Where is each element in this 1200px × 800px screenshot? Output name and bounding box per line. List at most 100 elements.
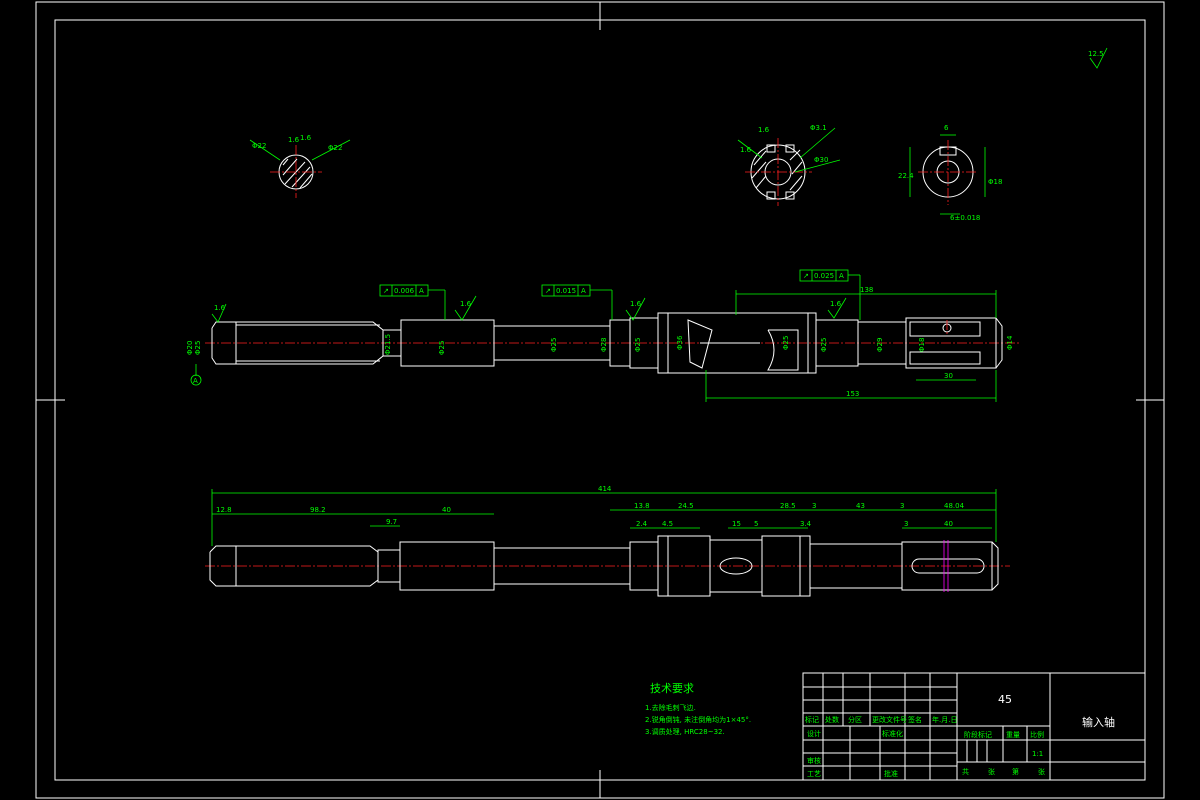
svg-text:9.7: 9.7 — [386, 518, 397, 526]
section-view-left: 1.6 1.6 Φ22 Φ22 — [249, 134, 351, 198]
svg-text:1.6: 1.6 — [300, 134, 312, 142]
svg-text:45: 45 — [998, 693, 1012, 706]
svg-text:Φ25: Φ25 — [550, 338, 558, 352]
svg-text:重量: 重量 — [1006, 731, 1020, 739]
svg-text:审核: 审核 — [807, 756, 821, 765]
svg-text:3: 3 — [812, 502, 816, 510]
drawing-frame — [35, 1, 1165, 799]
svg-text:1:1: 1:1 — [1032, 750, 1043, 758]
svg-text:A: A — [839, 272, 844, 280]
svg-text:2.锐角倒钝, 未注倒角均为1×45°.: 2.锐角倒钝, 未注倒角均为1×45°. — [645, 715, 751, 724]
svg-text:Φ25: Φ25 — [194, 341, 202, 355]
svg-text:A: A — [419, 287, 424, 295]
svg-text:0.025: 0.025 — [814, 272, 834, 280]
svg-text:阶段标记: 阶段标记 — [964, 730, 992, 739]
svg-text:0.006: 0.006 — [394, 287, 415, 295]
svg-text:13.8: 13.8 — [634, 502, 650, 510]
svg-text:年.月.日: 年.月.日 — [932, 715, 957, 724]
svg-text:处数: 处数 — [825, 715, 839, 724]
svg-text:签名: 签名 — [908, 715, 922, 724]
svg-text:Φ25: Φ25 — [634, 338, 642, 352]
svg-text:43: 43 — [856, 502, 865, 510]
svg-text:4.5: 4.5 — [662, 520, 673, 528]
svg-text:Φ22: Φ22 — [328, 144, 342, 152]
roughness-symbol-general: 12.5 — [1088, 47, 1108, 69]
svg-text:技术要求: 技术要求 — [650, 682, 694, 695]
svg-text:30: 30 — [944, 372, 953, 380]
diameter-labels-top: Φ20 Φ25 Φ21.5 Φ25 Φ25 Φ28 Φ25 Φ36 Φ25 Φ2… — [186, 334, 1014, 355]
svg-text:↗: ↗ — [803, 272, 809, 280]
svg-text:张: 张 — [1038, 767, 1045, 776]
svg-text:12.8: 12.8 — [216, 506, 232, 514]
svg-text:1.6: 1.6 — [288, 136, 300, 144]
svg-text:A: A — [193, 377, 198, 385]
technical-requirements: 技术要求 1.去除毛刺飞边. 2.锐角倒钝, 未注倒角均为1×45°. 3.调质… — [645, 682, 751, 736]
svg-text:↗: ↗ — [383, 287, 389, 295]
svg-text:3.4: 3.4 — [800, 520, 812, 528]
section-view-right: 6 22.4 Φ18 6±0.018 — [898, 124, 1002, 222]
svg-text:40: 40 — [442, 506, 451, 514]
svg-text:1.6: 1.6 — [460, 300, 472, 308]
svg-text:1.6: 1.6 — [758, 126, 770, 134]
svg-text:批准: 批准 — [884, 769, 898, 778]
svg-text:Φ18: Φ18 — [988, 178, 1002, 186]
shaft-top-view: 138 153 30 ↗ 0.006 A ↗ 0.015 A — [186, 269, 1020, 402]
svg-text:张: 张 — [988, 767, 995, 776]
svg-text:工艺: 工艺 — [807, 770, 821, 778]
svg-text:标记: 标记 — [805, 715, 819, 724]
svg-text:A: A — [581, 287, 586, 295]
tolerance-frame-3: ↗ 0.025 A — [799, 269, 861, 320]
svg-text:6: 6 — [944, 124, 949, 132]
svg-text:40: 40 — [944, 520, 953, 528]
svg-text:3.调质处理, HRC28~32.: 3.调质处理, HRC28~32. — [645, 727, 725, 736]
svg-text:Φ25: Φ25 — [820, 338, 828, 352]
svg-text:Φ3.1: Φ3.1 — [810, 124, 827, 132]
svg-text:12.5: 12.5 — [1088, 50, 1104, 58]
svg-text:输入轴: 输入轴 — [1082, 715, 1115, 729]
svg-text:共: 共 — [962, 767, 969, 776]
svg-text:414: 414 — [598, 485, 612, 493]
svg-text:Φ18: Φ18 — [918, 338, 926, 352]
svg-text:5: 5 — [754, 520, 758, 528]
svg-text:1.6: 1.6 — [630, 300, 642, 308]
svg-text:Φ14: Φ14 — [1006, 335, 1014, 350]
svg-text:Φ25: Φ25 — [782, 336, 790, 350]
svg-text:48.04: 48.04 — [944, 502, 965, 510]
svg-text:6±0.018: 6±0.018 — [950, 214, 980, 222]
svg-text:22.4: 22.4 — [898, 172, 914, 180]
svg-text:Φ36: Φ36 — [676, 335, 684, 350]
svg-text:Φ22: Φ22 — [252, 142, 266, 150]
roughness-marks-top: 1.6 1.6 1.6 1.6 — [211, 295, 847, 323]
svg-text:Φ21.5: Φ21.5 — [384, 334, 392, 355]
title-block: 标记 处数 分区 更改文件号 签名 年.月.日 设计 审核 工艺 标准化 批准 … — [802, 672, 1146, 781]
svg-text:标准化: 标准化 — [882, 729, 903, 738]
shaft-bottom-view: 414 12.8 98.2 40 13.8 24.5 28.5 3 43 3 4… — [205, 485, 1010, 597]
tolerance-frame-1: ↗ 0.006 A — [379, 284, 446, 320]
svg-text:1.6: 1.6 — [830, 300, 842, 308]
svg-text:Φ29: Φ29 — [876, 338, 884, 352]
svg-text:24.5: 24.5 — [678, 502, 694, 510]
svg-text:分区: 分区 — [848, 715, 862, 724]
svg-text:比例: 比例 — [1030, 730, 1044, 739]
svg-text:138: 138 — [860, 286, 873, 294]
svg-text:更改文件号: 更改文件号 — [872, 715, 907, 724]
svg-text:1.6: 1.6 — [740, 146, 752, 154]
svg-text:1.6: 1.6 — [214, 304, 226, 312]
svg-text:设计: 设计 — [807, 729, 821, 738]
svg-text:↗: ↗ — [545, 287, 551, 295]
svg-text:98.2: 98.2 — [310, 506, 326, 514]
svg-text:2.4: 2.4 — [636, 520, 648, 528]
svg-text:3: 3 — [900, 502, 904, 510]
tolerance-frame-2: ↗ 0.015 A — [541, 284, 613, 320]
section-view-middle: 1.6 1.6 Φ3.1 Φ30 — [737, 124, 841, 206]
svg-text:Φ20: Φ20 — [186, 341, 194, 355]
datum-a-marker: A — [190, 364, 202, 386]
svg-text:15: 15 — [732, 520, 741, 528]
svg-text:0.015: 0.015 — [556, 287, 576, 295]
svg-text:153: 153 — [846, 390, 859, 398]
svg-text:28.5: 28.5 — [780, 502, 796, 510]
svg-text:Φ30: Φ30 — [814, 156, 828, 164]
svg-text:1.去除毛刺飞边.: 1.去除毛刺飞边. — [645, 703, 696, 712]
svg-text:Φ28: Φ28 — [600, 338, 608, 352]
